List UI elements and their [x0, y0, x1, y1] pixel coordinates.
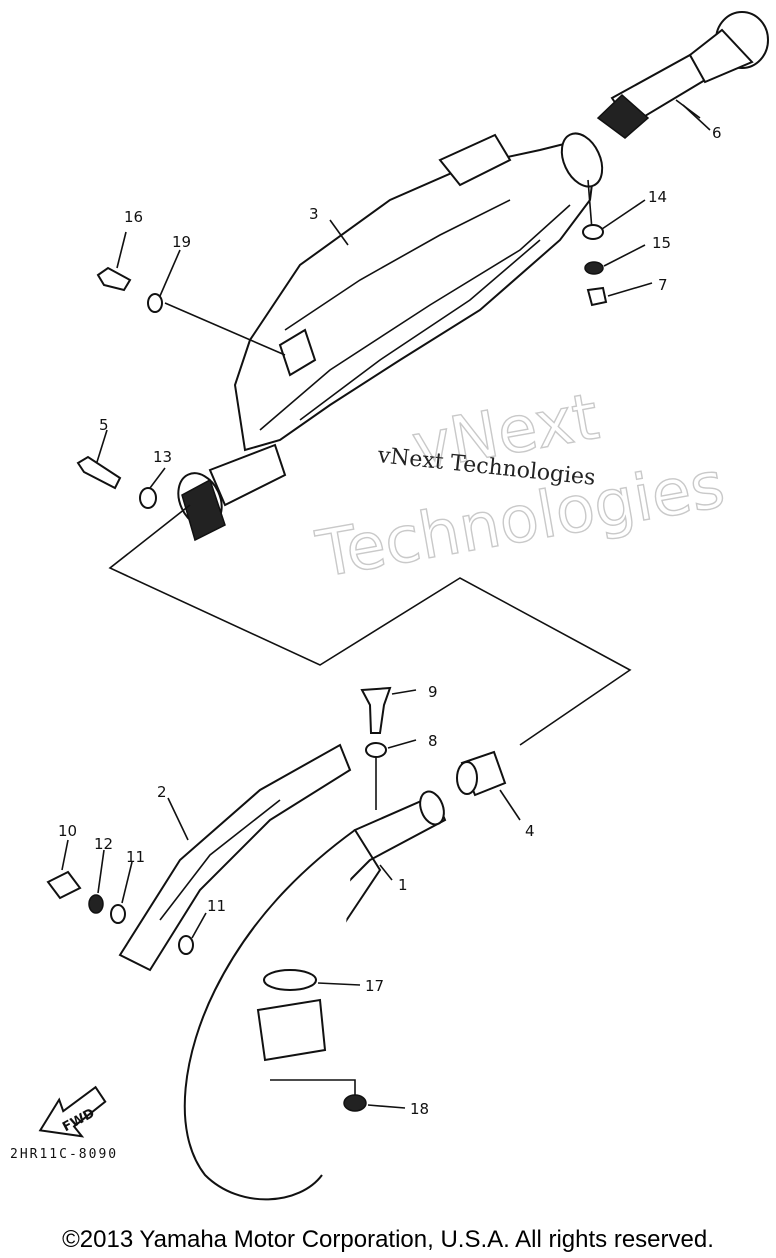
washer-13-part — [139, 487, 157, 509]
callout-3: 3 — [309, 205, 319, 223]
bolt-9-part — [360, 686, 392, 734]
callout-6: 6 — [712, 124, 722, 142]
callout-10: 10 — [58, 822, 77, 840]
callout-4: 4 — [525, 822, 535, 840]
tail-pipe-part — [596, 11, 769, 139]
callout-12: 12 — [94, 835, 113, 853]
washer-14-part — [582, 224, 604, 240]
callout-8: 8 — [428, 732, 438, 750]
watermark: vNext Technologies vNext Technologies — [310, 379, 730, 593]
callout-19: 19 — [172, 233, 191, 251]
nut-17-part — [343, 1094, 367, 1112]
bolt-18-part — [96, 266, 132, 292]
bolt-5-part — [76, 455, 122, 490]
callout-18: 16 — [124, 208, 143, 226]
callout-13: 13 — [153, 448, 172, 466]
washer-11-upper-part — [110, 904, 126, 924]
washer-8-part — [365, 742, 387, 758]
fwd-arrow: FWD — [38, 1085, 107, 1138]
copyright-footer: ©2013 Yamaha Motor Corporation, U.S.A. A… — [62, 1226, 714, 1253]
callout-9: 9 — [428, 683, 438, 701]
callout-11-lower: 11 — [207, 897, 226, 915]
callout-5: 5 — [99, 416, 109, 434]
flange-part — [256, 998, 327, 1062]
callout-17: 18 — [410, 1100, 429, 1118]
sleeve-4-part — [456, 750, 507, 797]
callout-11-upper: 11 — [126, 848, 145, 866]
protector-2-part — [118, 743, 352, 972]
muffler-part — [177, 132, 604, 542]
drawing-code: 2HR11C-8090 — [10, 1147, 118, 1162]
leader-lines — [61, 99, 701, 1109]
washer-15-part — [584, 261, 604, 275]
callout-14: 14 — [648, 188, 667, 206]
callout-15: 15 — [652, 234, 671, 252]
callout-7: 7 — [658, 276, 668, 294]
assembly-lines — [108, 179, 632, 746]
callout-16: 17 — [365, 977, 384, 995]
screw-10-part — [46, 870, 82, 900]
callout-2: 2 — [157, 783, 167, 801]
washer-11-lower-part — [178, 935, 194, 955]
washer-12-part — [88, 894, 104, 914]
callout-1: 1 — [398, 876, 408, 894]
washer-19-part — [147, 293, 163, 313]
callout-labels: 6 3 16 19 14 15 7 5 13 9 8 4 2 1 10 12 1… — [58, 124, 722, 1118]
bolt-7-part — [586, 286, 608, 307]
gasket-16-part — [263, 969, 317, 991]
